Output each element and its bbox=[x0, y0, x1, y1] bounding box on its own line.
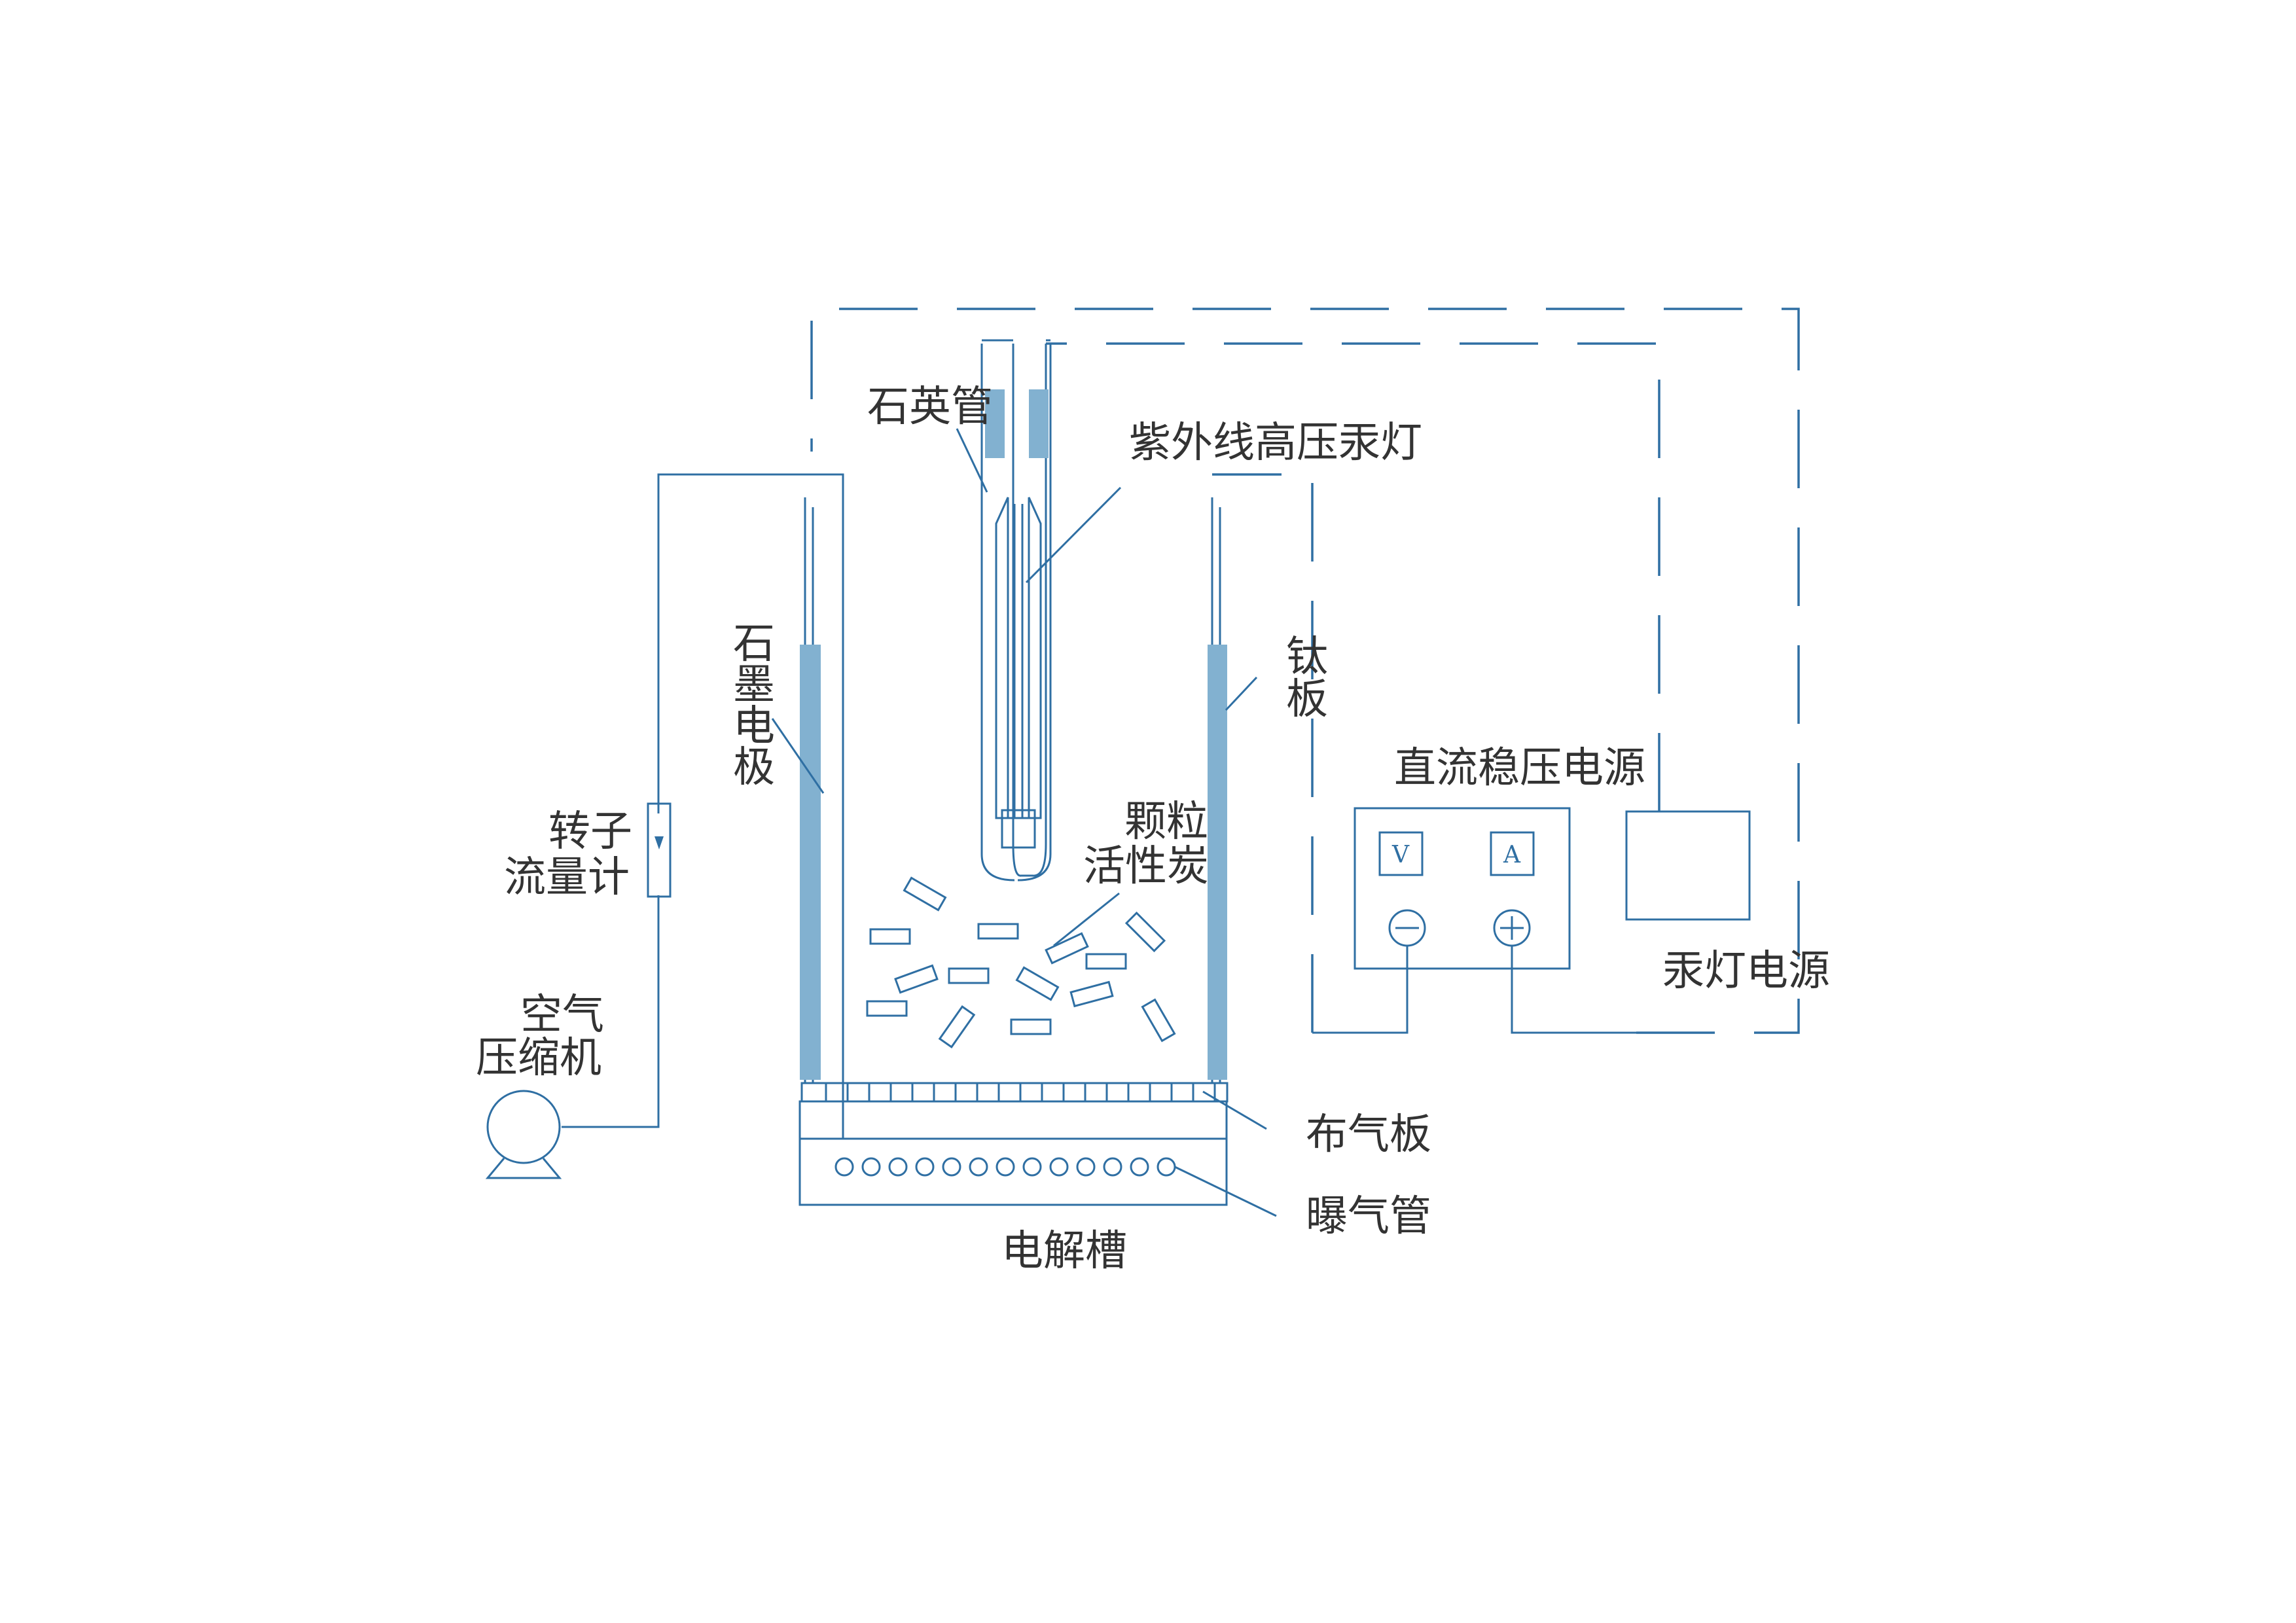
aeration-chamber bbox=[798, 1100, 1228, 1206]
aeration-hole bbox=[1103, 1157, 1122, 1177]
label-gas-plate: 布气板 bbox=[1306, 1111, 1431, 1159]
rotor-float-icon bbox=[655, 836, 664, 849]
label-cell: 电解槽 bbox=[1001, 1227, 1127, 1275]
label-rotameter-2: 流量计 bbox=[504, 853, 630, 902]
air-supply-line bbox=[562, 473, 844, 1139]
aeration-hole bbox=[942, 1157, 961, 1177]
quartz-tube bbox=[980, 339, 1052, 882]
aeration-hole bbox=[1022, 1157, 1042, 1177]
aeration-hole bbox=[996, 1157, 1015, 1177]
label-lamp-power: 汞灯电源 bbox=[1662, 947, 1830, 995]
label-carbon-2: 活性炭 bbox=[1083, 842, 1209, 891]
label-compressor-2: 压缩机 bbox=[476, 1034, 601, 1082]
graphite-electrode bbox=[800, 645, 821, 1080]
voltmeter bbox=[1378, 831, 1424, 876]
activated-carbon-particles bbox=[866, 876, 1176, 1048]
label-titanium-1: 钛 bbox=[1286, 633, 1328, 681]
leader-lines bbox=[771, 428, 1277, 1217]
lamp-power-supply bbox=[1625, 810, 1751, 921]
aeration-hole bbox=[861, 1157, 881, 1177]
label-rotameter-1: 转子 bbox=[548, 808, 632, 856]
label-quartz-tube: 石英管 bbox=[867, 383, 993, 431]
uv-lamp bbox=[995, 497, 1042, 849]
titanium-plate bbox=[1208, 645, 1227, 1080]
lamp-wiring bbox=[1046, 342, 1660, 812]
label-dc-power: 直流稳压电源 bbox=[1394, 744, 1645, 793]
lamp-holder-left bbox=[985, 389, 1005, 458]
voltmeter-symbol: V bbox=[1391, 842, 1410, 868]
label-uv-lamp: 紫外线高压汞灯 bbox=[1129, 419, 1422, 467]
aeration-hole bbox=[1076, 1157, 1096, 1177]
label-graphite-1: 石 bbox=[733, 620, 775, 668]
dc-wiring bbox=[810, 308, 1800, 1034]
label-aeration-pipe: 曝气管 bbox=[1306, 1192, 1431, 1241]
label-graphite-2: 墨 bbox=[733, 661, 775, 709]
aeration-hole bbox=[969, 1157, 988, 1177]
aeration-hole bbox=[834, 1157, 854, 1177]
aeration-hole bbox=[1049, 1157, 1069, 1177]
label-compressor-1: 空气 bbox=[520, 991, 604, 1039]
air-compressor bbox=[485, 1090, 562, 1179]
lamp-holder-right bbox=[1029, 389, 1049, 458]
aeration-hole bbox=[888, 1157, 908, 1177]
ammeter bbox=[1490, 831, 1535, 876]
ammeter-symbol: A bbox=[1503, 842, 1521, 868]
label-graphite-4: 极 bbox=[733, 743, 775, 792]
label-titanium-2: 板 bbox=[1286, 675, 1328, 724]
gas-distribution-plate bbox=[800, 1082, 1229, 1103]
label-graphite-3: 电 bbox=[733, 702, 775, 751]
aeration-hole bbox=[915, 1157, 935, 1177]
label-carbon-1: 颗粒 bbox=[1124, 798, 1208, 846]
rotor-flowmeter bbox=[647, 802, 672, 898]
aeration-hole bbox=[1130, 1157, 1149, 1177]
dc-power-supply bbox=[1354, 807, 1571, 970]
aeration-hole bbox=[1157, 1157, 1176, 1177]
labels: 石英管 紫外线高压汞灯 石 墨 电 极 钛 板 颗粒 活性炭 转子 流量计 空气… bbox=[476, 383, 1830, 1275]
